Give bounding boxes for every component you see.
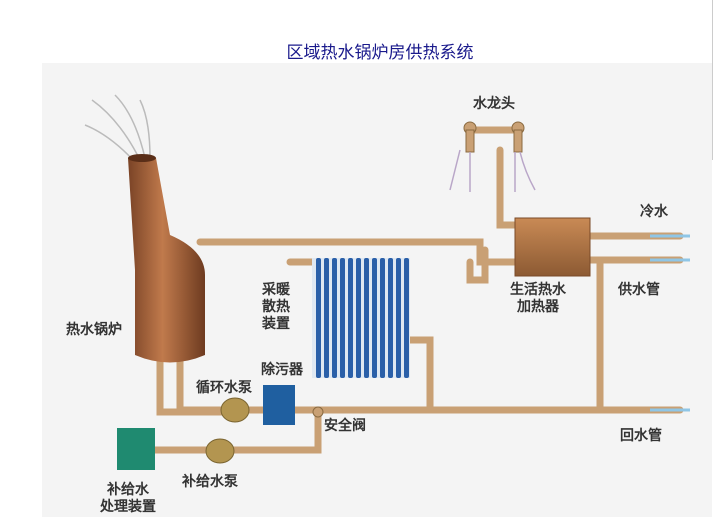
steam-icon — [84, 94, 151, 163]
cold-water-stream — [650, 234, 690, 412]
radiator-fin — [404, 258, 409, 378]
label-dirt-separator: 除污器 — [261, 362, 303, 378]
boiler — [128, 158, 205, 363]
pipes — [151, 126, 684, 454]
label-heater-1: 生活热水 — [510, 282, 566, 298]
radiator-fin — [340, 258, 345, 378]
makeup-pump — [205, 438, 235, 464]
label-safety-valve: 安全阀 — [324, 418, 366, 434]
radiator-fins — [316, 258, 409, 378]
label-treatment-2: 处理装置 — [100, 499, 156, 515]
label-heater-2: 加热器 — [517, 299, 559, 315]
label-supply-pipe: 供水管 — [618, 282, 660, 298]
label-cold-water: 冷水 — [640, 204, 668, 220]
radiator-fin — [316, 258, 321, 378]
radiator-fin — [348, 258, 353, 378]
radiator-fin — [380, 258, 385, 378]
radiator-fin — [372, 258, 377, 378]
label-radiator-1: 采暖 — [262, 282, 290, 298]
label-return-pipe: 回水管 — [620, 428, 662, 444]
label-treatment: 补给水处理装置 — [100, 482, 156, 516]
label-circulation-pump: 循环水泵 — [196, 380, 252, 396]
dirt-separator — [263, 385, 295, 425]
safety-valve — [312, 406, 324, 418]
label-treatment-1: 补给水 — [107, 482, 149, 498]
label-faucet: 水龙头 — [473, 96, 515, 112]
heater — [514, 217, 591, 277]
label-boiler: 热水锅炉 — [66, 322, 122, 338]
radiator-fin — [364, 258, 369, 378]
faucet-icon — [463, 121, 525, 153]
treatment-unit — [117, 428, 155, 470]
label-radiator: 采暖散热装置 — [262, 282, 290, 333]
label-radiator-2: 散热 — [262, 299, 290, 315]
radiator-fin — [332, 258, 337, 378]
label-heater: 生活热水加热器 — [510, 282, 566, 316]
radiator-fin — [388, 258, 393, 378]
radiator-fin — [396, 258, 401, 378]
label-radiator-3: 装置 — [262, 316, 290, 332]
diagram-title: 区域热水锅炉房供热系统 — [286, 43, 474, 63]
radiator-fin — [356, 258, 361, 378]
divider — [712, 0, 713, 160]
label-makeup-pump: 补给水泵 — [182, 474, 238, 490]
circulation-pump — [220, 397, 250, 423]
radiator-fin — [324, 258, 329, 378]
